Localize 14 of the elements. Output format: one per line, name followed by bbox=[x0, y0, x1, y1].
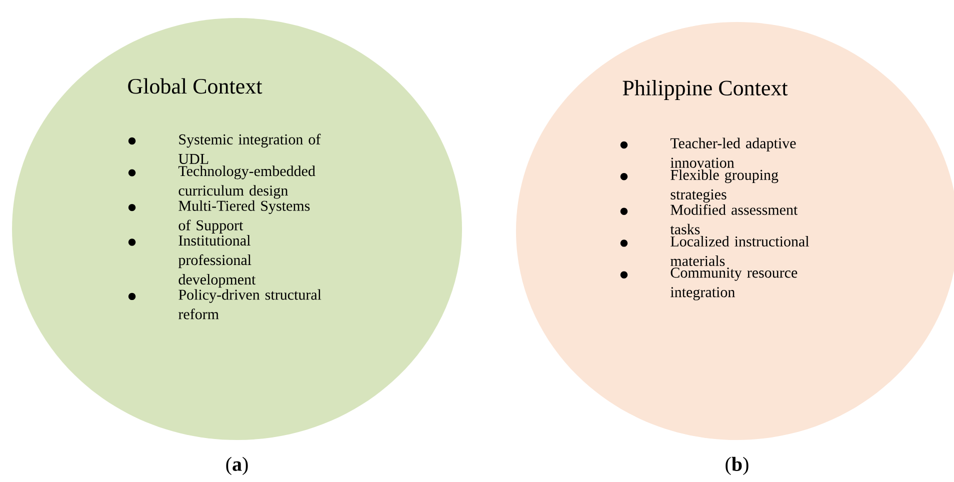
list-item: Policy-driven structural reform bbox=[178, 289, 322, 320]
heading: Philippine Context bbox=[622, 80, 788, 100]
list-item: Flexible grouping strategies bbox=[670, 169, 778, 203]
list-item: Teacher-led adaptive innovation bbox=[670, 138, 796, 168]
list-item: Technology-embedded curriculum design bbox=[178, 166, 316, 199]
list-item: Multi-Tiered Systems of Support bbox=[178, 200, 310, 234]
list-item: Modified assessment tasks bbox=[670, 204, 798, 234]
panel-caption: (b) bbox=[726, 456, 748, 476]
panel-caption: (a) bbox=[226, 456, 248, 476]
heading: Global Context bbox=[128, 78, 262, 94]
list-item: Community resource integration bbox=[670, 268, 798, 300]
list-item: Institutional professional development bbox=[178, 235, 256, 288]
list-item: Localized instructional materials bbox=[670, 236, 810, 266]
list-item: Systemic integration of UDL bbox=[178, 134, 321, 164]
